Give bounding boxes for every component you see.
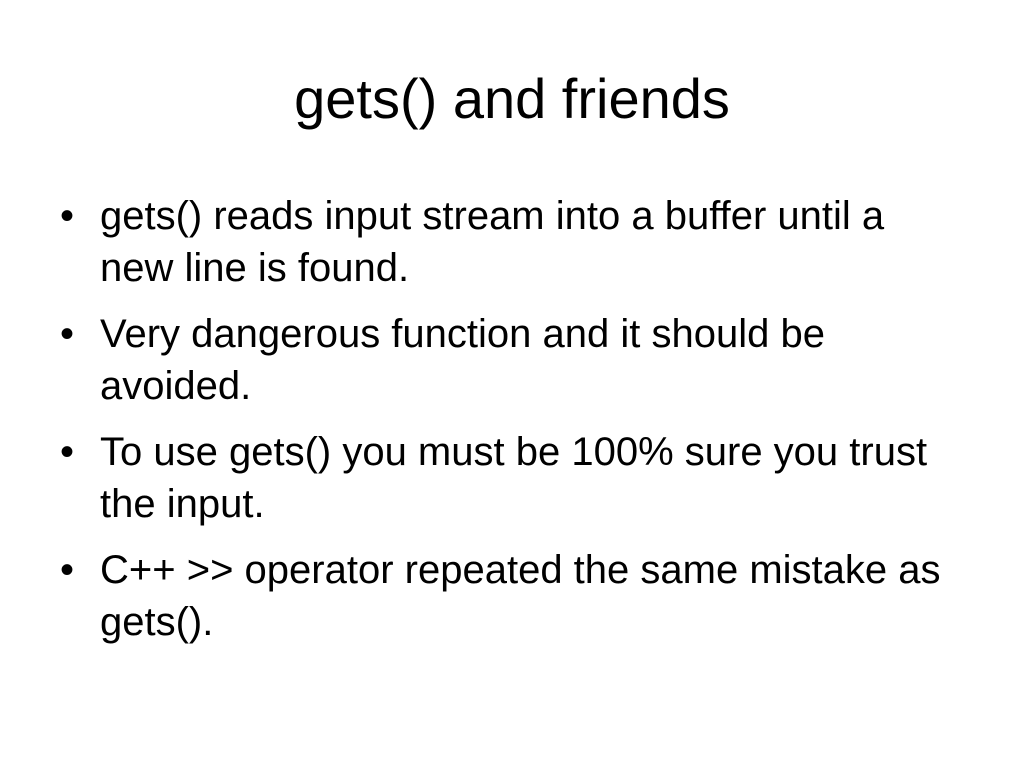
list-item: • C++ >> operator repeated the same mist… [60, 544, 960, 648]
bullet-text: To use gets() you must be 100% sure you … [100, 430, 928, 526]
bullet-list: • gets() reads input stream into a buffe… [60, 190, 960, 662]
slide-title: gets() and friends [294, 67, 730, 130]
list-item: • To use gets() you must be 100% sure yo… [60, 426, 960, 530]
bullet-icon: • [60, 194, 75, 238]
bullet-text: C++ >> operator repeated the same mistak… [100, 548, 941, 644]
bullet-icon: • [60, 548, 75, 592]
bullet-icon: • [60, 312, 75, 356]
bullet-text: gets() reads input stream into a buffer … [100, 194, 885, 290]
bullet-text: Very dangerous function and it should be… [100, 312, 825, 408]
list-item: • gets() reads input stream into a buffe… [60, 190, 960, 294]
bullet-icon: • [60, 430, 75, 474]
list-item: • Very dangerous function and it should … [60, 308, 960, 412]
